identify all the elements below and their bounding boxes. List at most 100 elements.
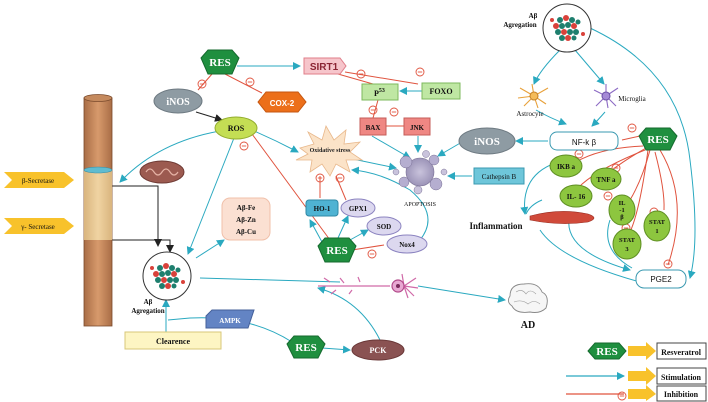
gamma-secretase-arrow: γ- Secretase xyxy=(4,218,74,234)
cathepsin-b-label: Cathepsin B xyxy=(482,173,517,181)
mitochondrion-icon xyxy=(139,160,185,184)
pge2-node: PGE2 xyxy=(635,269,687,289)
ros-node: ROS xyxy=(214,116,258,140)
gpx1-label: GPX1 xyxy=(349,205,368,213)
inflammation-vessel-icon xyxy=(529,211,595,224)
abeta-zn-label: Aβ-Zn xyxy=(236,216,256,224)
inhibit-symbol xyxy=(367,249,377,259)
res-mid-label: RES xyxy=(326,245,347,257)
inhibit-symbol xyxy=(574,149,584,159)
nox4-label: Nox4 xyxy=(399,241,415,249)
legend-resveratrol-label: Resveratrol xyxy=(661,348,702,357)
abeta-agg-left-line1: Aβ xyxy=(144,298,153,306)
clearence-node: Clearence xyxy=(124,331,222,350)
abeta-agg-left-line2: Agregation xyxy=(131,307,164,315)
inflammation-label: Inflammation xyxy=(469,221,522,231)
inos-right-node: iNOS xyxy=(458,127,516,155)
bax-node: BAX xyxy=(359,117,387,136)
ampk-node: AMPK xyxy=(205,309,255,329)
beta-secretase-arrow: β-Secretase xyxy=(4,172,74,188)
il1b-line3: β xyxy=(620,214,624,221)
jnk-label: JNK xyxy=(410,124,425,132)
ad-label: AD xyxy=(521,320,535,331)
legend-inhibition-row: Inhibition xyxy=(566,385,707,402)
abeta-agg-right-line2: Agregation xyxy=(503,21,536,29)
ikba-node: IKB a xyxy=(549,154,583,178)
legend-res-row: RES Resveratrol xyxy=(587,342,707,360)
inos-left-node: iNOS xyxy=(153,88,203,114)
inhibit-symbol xyxy=(368,105,378,115)
svg-text:P53: P53 xyxy=(374,88,385,98)
il1b-line2: -1 xyxy=(619,207,624,214)
ho1-label: HO-1 xyxy=(314,205,331,213)
legend-stimulation-label: Stimulation xyxy=(661,373,702,382)
microglia-icon xyxy=(593,84,619,109)
stat3-line2: 3 xyxy=(625,246,629,253)
gamma-secretase-label: γ- Secretase xyxy=(20,223,55,231)
pck-label: PCK xyxy=(370,346,388,355)
inhibit-symbol xyxy=(627,123,637,133)
sirt1-node: SIRT1 xyxy=(303,57,347,75)
apoptosis-label: APOPTOSIS xyxy=(404,202,436,208)
inhibit-symbol xyxy=(603,191,613,201)
res-right-node: RES xyxy=(638,127,678,151)
ampk-label: AMPK xyxy=(219,317,241,325)
inhibit-symbol xyxy=(356,69,366,79)
foxo-node: FOXO xyxy=(421,82,461,100)
astrocyte-label: Astrocyte xyxy=(516,110,543,118)
il1b-line1: IL xyxy=(619,200,627,207)
tnfa-label: TNF a xyxy=(597,176,616,184)
clearence-label: Clearence xyxy=(156,337,191,346)
il1b-node: IL -1 β xyxy=(608,194,636,226)
inos-right-label: iNOS xyxy=(474,136,500,148)
stat1-line1: STAT xyxy=(649,219,666,226)
legend-res-label: RES xyxy=(596,346,617,358)
microglia-label: Microglia xyxy=(618,95,646,103)
inhibit-symbol xyxy=(415,67,425,77)
pck-node: PCK xyxy=(351,339,405,361)
il16-node: IL- 16 xyxy=(559,184,593,208)
inhibit-symbol xyxy=(335,173,345,183)
inhibit-symbol xyxy=(617,391,627,401)
il16-label: IL- 16 xyxy=(567,193,586,201)
abeta-cu-label: Aβ-Cu xyxy=(236,228,256,236)
pge2-label: PGE2 xyxy=(650,275,672,284)
neuron-icon xyxy=(318,273,419,299)
legend: RES Resveratrol Stimulation Inhibition xyxy=(566,342,707,402)
res-right-label: RES xyxy=(647,134,668,146)
inhibit-symbol xyxy=(197,79,207,89)
oxidative-stress-label: Oxidative stress xyxy=(310,148,351,154)
oxidative-stress-node: Oxidative stress xyxy=(295,124,364,177)
inhibit-symbol xyxy=(389,107,399,117)
stat3-node: STAT 3 xyxy=(612,228,642,260)
astrocyte-icon xyxy=(517,83,549,109)
abeta-agg-right-line1: Aβ xyxy=(529,12,538,20)
apoptosis-cell-icon xyxy=(392,150,448,195)
beta-secretase-label: β-Secretase xyxy=(22,177,54,185)
nfkb-label: NF-k β xyxy=(572,138,597,147)
gpx1-node: GPX1 xyxy=(340,198,376,218)
tnfa-node: TNF a xyxy=(590,167,622,191)
legend-inhibition-label: Inhibition xyxy=(664,390,699,399)
res-top-node: RES xyxy=(200,49,240,75)
inhibit-symbol xyxy=(663,259,673,269)
jnk-node: JNK xyxy=(403,117,431,136)
res-bottom-node: RES xyxy=(286,335,326,359)
foxo-label: FOXO xyxy=(429,87,452,96)
nox4-node: Nox4 xyxy=(386,234,428,254)
p53-node: P53 xyxy=(361,83,399,101)
p53-base-label: P xyxy=(374,89,379,98)
sirt1-label: SIRT1 xyxy=(310,62,339,73)
stat1-line2: 1 xyxy=(655,228,658,235)
abeta-aggregation-right-icon xyxy=(542,3,592,53)
bax-label: BAX xyxy=(366,124,381,132)
ros-label: ROS xyxy=(228,124,245,133)
p53-sup-label: 53 xyxy=(379,88,385,94)
res-top-label: RES xyxy=(209,57,230,69)
inhibit-symbol xyxy=(315,173,325,183)
cox2-node: COX-2 xyxy=(257,91,307,113)
membrane-tube xyxy=(83,94,113,327)
ho1-node: HO-1 xyxy=(305,199,339,217)
stat3-line1: STAT xyxy=(619,237,636,244)
